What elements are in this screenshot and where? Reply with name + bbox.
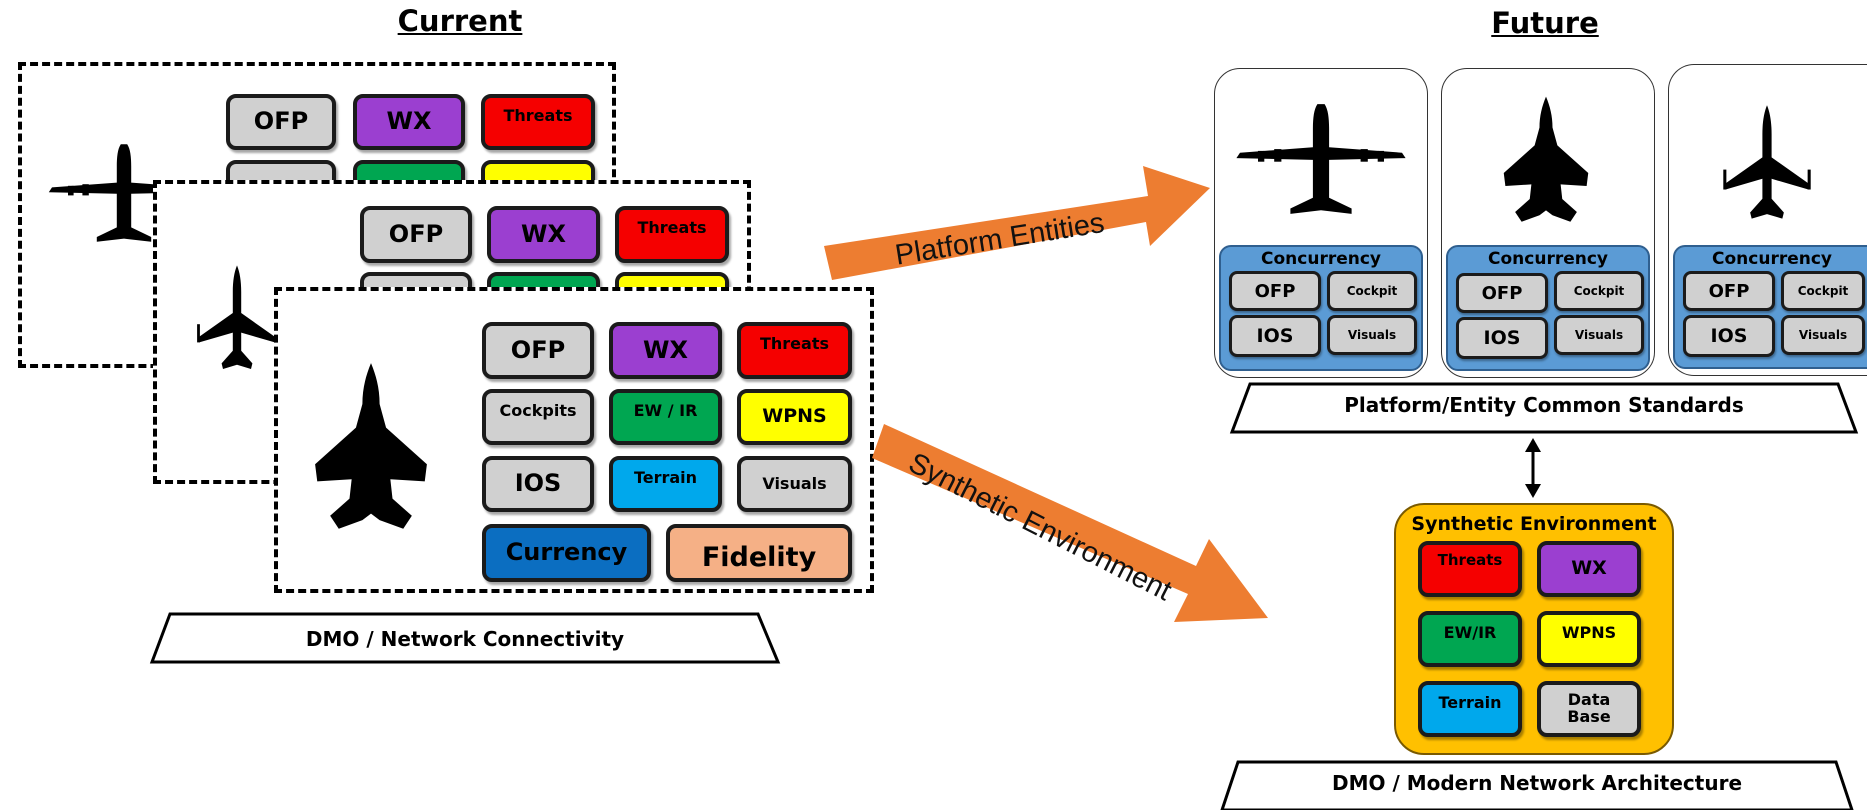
future-base-label: DMO / Modern Network Architecture	[1331, 771, 1743, 795]
synthetic-environment-title: Synthetic Environment	[1411, 513, 1657, 535]
visuals-chip: Visuals	[1327, 315, 1417, 355]
se-threats-chip: Threats	[1418, 541, 1522, 597]
ofp-chip: OFP	[1683, 271, 1775, 311]
arrow-head-up	[1525, 438, 1541, 452]
front-ofp-chip: OFP	[482, 322, 594, 379]
standards-label: Platform/Entity Common Standards	[1344, 393, 1744, 417]
back-threats-chip: Threats	[481, 94, 595, 150]
concurrency-panel: Concurrency OFP Cockpit IOS Visuals	[1673, 245, 1867, 369]
front-wx-chip: WX	[609, 322, 722, 379]
se-wpns-chip: WPNS	[1537, 611, 1641, 667]
back-wx-chip: WX	[353, 94, 465, 150]
ofp-chip: OFP	[1229, 271, 1321, 311]
visuals-chip: Visuals	[1781, 315, 1865, 355]
synthetic-environment-panel: Synthetic Environment Threats WX EW/IR W…	[1394, 503, 1674, 755]
concurrency-title: Concurrency	[1712, 249, 1832, 269]
se-ew-ir-chip: EW/IR	[1418, 611, 1522, 667]
ofp-chip: OFP	[1456, 273, 1548, 313]
current-base-label: DMO / Network Connectivity	[305, 627, 625, 651]
concurrency-title: Concurrency	[1261, 249, 1381, 269]
se-database-chip: Data Base	[1537, 681, 1641, 737]
front-wpns-chip: WPNS	[737, 389, 852, 445]
synthetic-environment-arrow	[872, 424, 1268, 622]
transport-aircraft-icon	[1231, 99, 1411, 237]
front-terrain-chip: Terrain	[609, 456, 722, 512]
front-fidelity-chip: Fidelity	[666, 524, 852, 582]
concurrency-panel: Concurrency OFP Cockpit IOS Visuals	[1219, 245, 1423, 371]
platform-card-transport: Concurrency OFP Cockpit IOS Visuals	[1214, 68, 1428, 378]
cockpit-chip: Cockpit	[1554, 271, 1644, 311]
fighter-jet-icon	[1721, 103, 1813, 227]
standards-trapezoid	[1229, 382, 1859, 434]
arrow-head-down	[1525, 484, 1541, 498]
se-terrain-chip: Terrain	[1418, 681, 1522, 737]
platform-card-fighter: Concurrency OFP Cockpit IOS Visuals	[1668, 64, 1867, 376]
middle-threats-chip: Threats	[615, 206, 729, 263]
heading-current: Current	[397, 4, 523, 38]
front-visuals-chip: Visuals	[737, 456, 852, 512]
concurrency-panel: Concurrency OFP Cockpit IOS Visuals	[1446, 245, 1650, 371]
se-database-line1: Data	[1567, 690, 1611, 710]
back-ofp-chip: OFP	[226, 94, 336, 150]
visuals-chip: Visuals	[1554, 315, 1644, 355]
front-cockpits-chip: Cockpits	[482, 389, 594, 445]
ios-chip: IOS	[1683, 315, 1775, 357]
future-base-trapezoid	[1220, 760, 1854, 810]
front-ew-ir-chip: EW / IR	[609, 389, 722, 445]
cockpit-chip: Cockpit	[1781, 271, 1865, 311]
stealth-fighter-icon	[1488, 95, 1604, 225]
platform-card-stealth: Concurrency OFP Cockpit IOS Visuals	[1441, 68, 1655, 378]
ios-chip: IOS	[1456, 317, 1548, 359]
se-wx-chip: WX	[1537, 541, 1641, 597]
front-currency-chip: Currency	[482, 524, 651, 582]
current-base-trapezoid	[149, 612, 781, 664]
platform-entities-arrow	[824, 166, 1210, 280]
heading-future: Future	[1491, 6, 1599, 40]
concurrency-title: Concurrency	[1488, 249, 1608, 269]
cockpit-chip: Cockpit	[1327, 271, 1417, 311]
middle-wx-chip: WX	[487, 206, 600, 263]
front-threats-chip: Threats	[737, 322, 852, 379]
front-ios-chip: IOS	[482, 456, 594, 512]
ios-chip: IOS	[1229, 315, 1321, 357]
middle-ofp-chip: OFP	[360, 206, 472, 263]
se-database-line2: Base	[1567, 707, 1611, 726]
